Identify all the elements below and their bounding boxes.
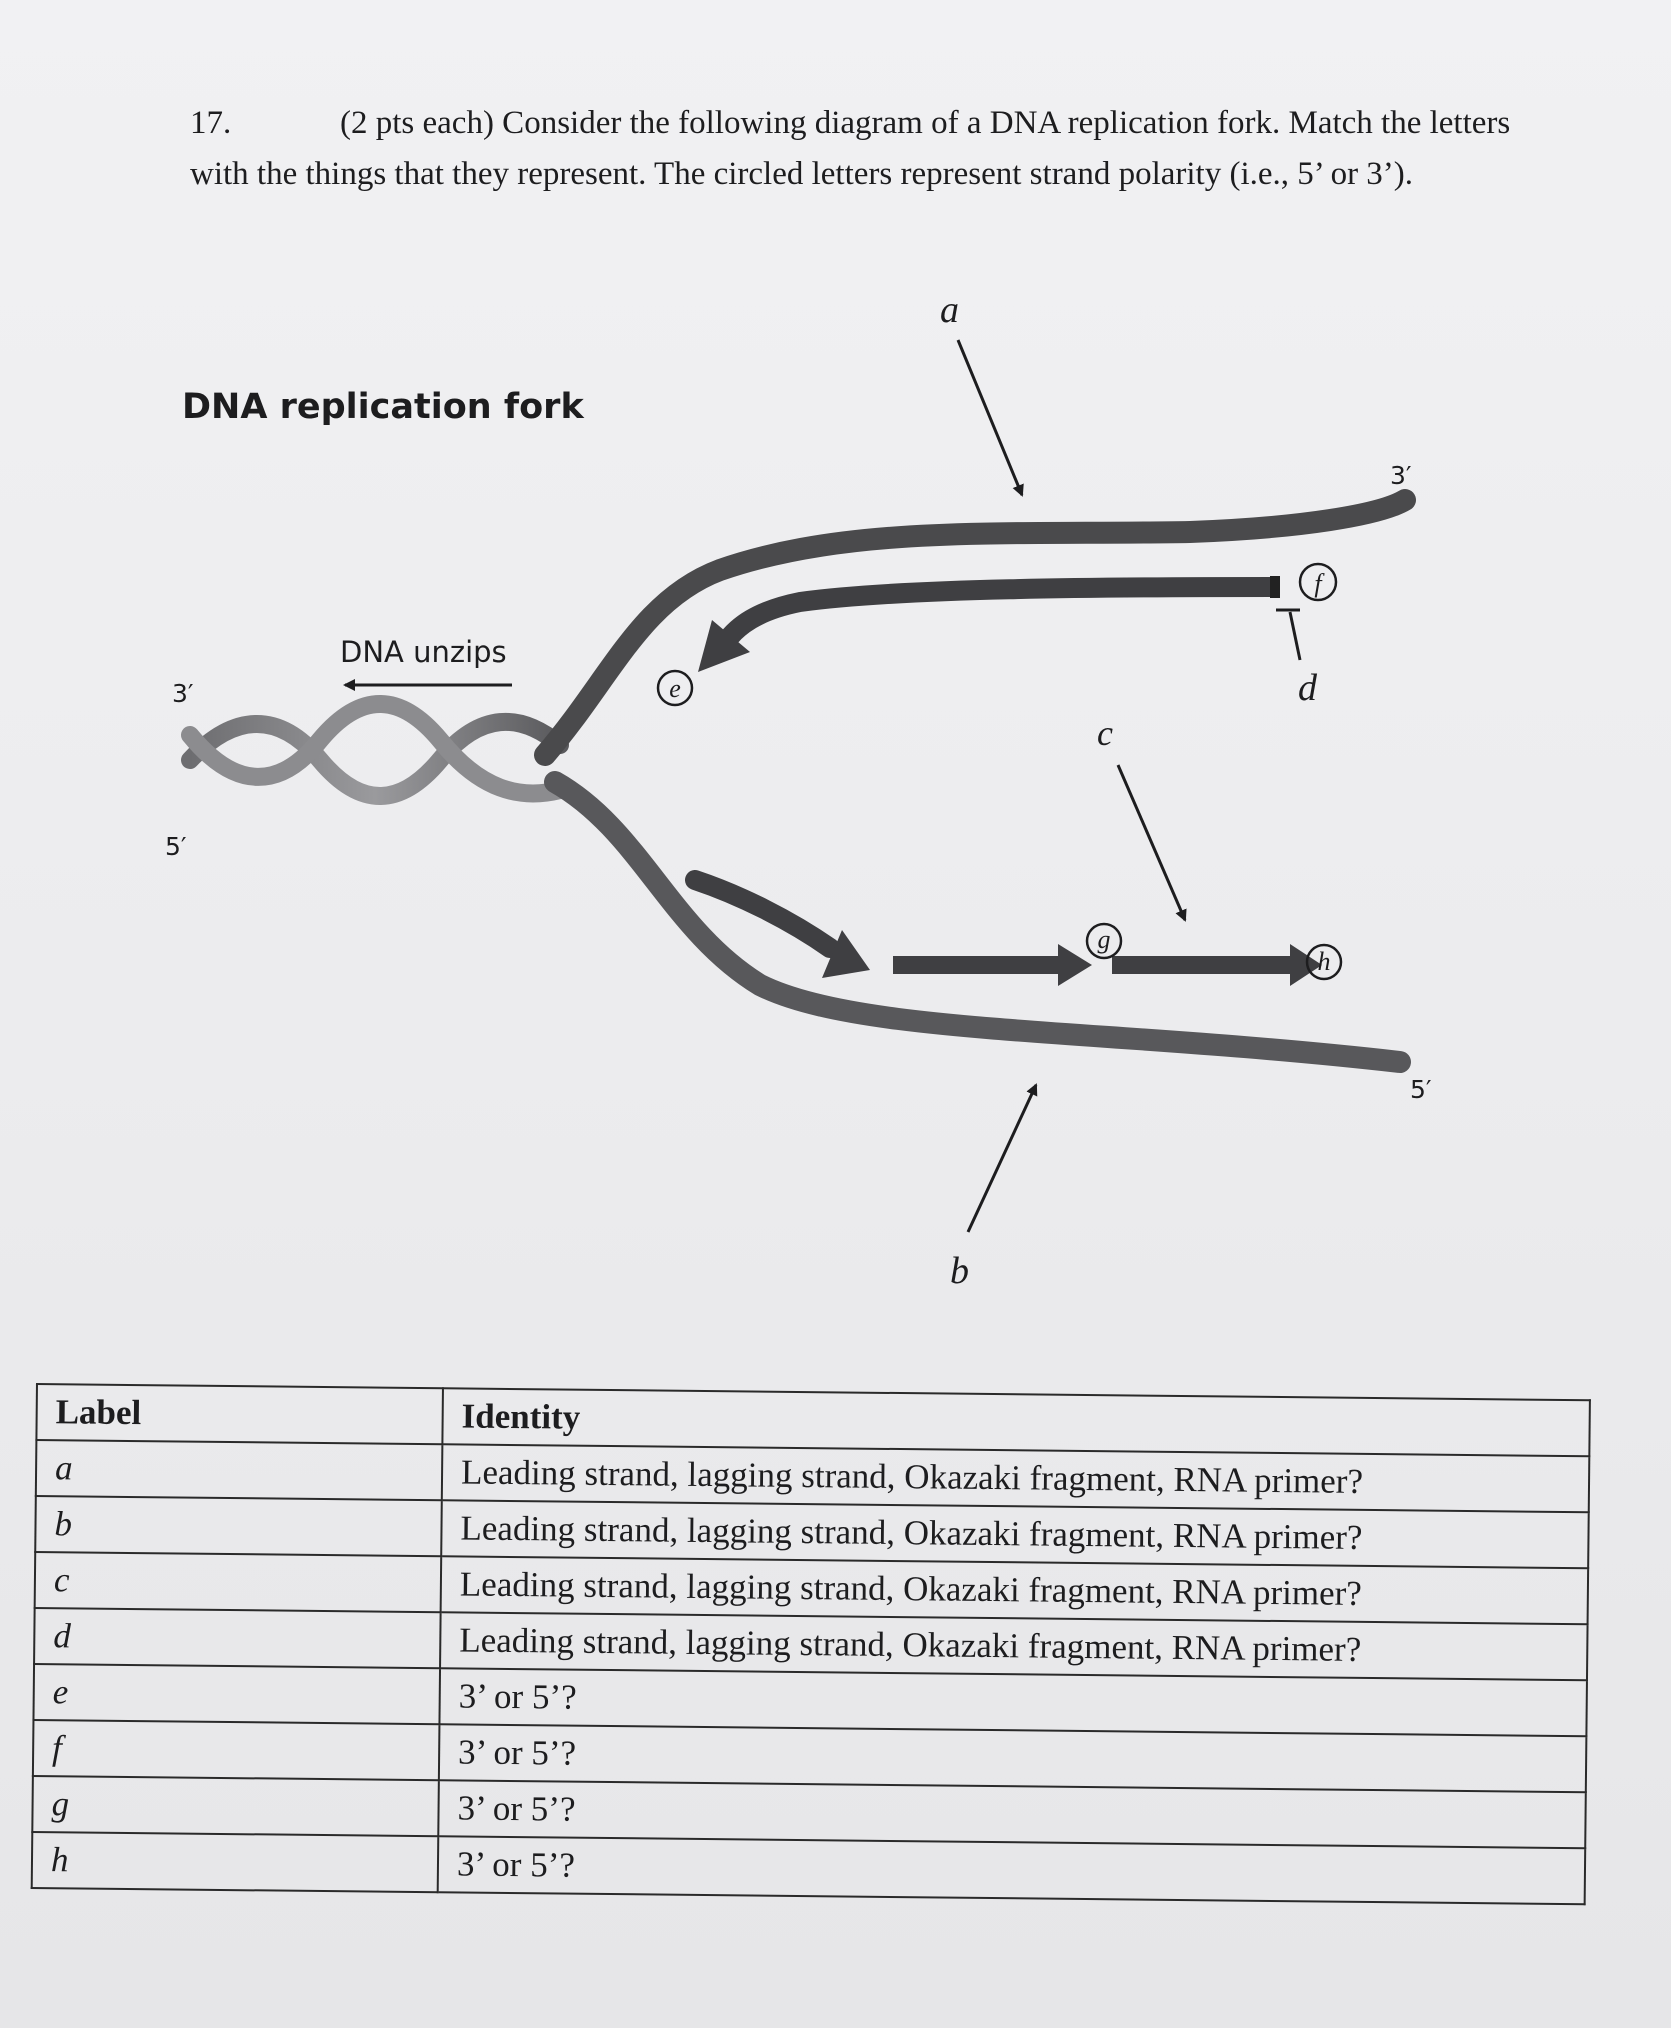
end-label-right-top: 3′ [1390,461,1412,490]
question-17: 17.(2 pts each) Consider the following d… [190,98,1530,200]
row-label: h [31,1831,439,1893]
row-identity[interactable]: 3’ or 5’? [437,1836,1586,1905]
circled-letter-g: g [1085,922,1123,960]
circled-letter-h: h [1305,943,1343,981]
svg-text:h: h [1318,947,1331,976]
header-label: Label [36,1384,443,1445]
lagging-strand-arrow-body [713,577,1276,654]
helix-strand-back [181,712,569,805]
okazaki-fragment-2 [893,956,1063,974]
dna-unzips-label: DNA unzips [340,635,507,669]
row-label: d [34,1607,441,1669]
svg-text:g: g [1098,925,1111,954]
end-label-left-top: 3′ [172,679,194,708]
okazaki-fragment-2-head [1058,944,1092,986]
pointer-c [1116,764,1187,922]
okazaki-fragment-1-head [822,930,870,978]
svg-text:f: f [1314,569,1325,598]
letter-d: d [1298,667,1318,709]
okazaki-fragment-1 [685,870,840,958]
pointer-a [956,339,1024,497]
answer-table: Label Identity a Leading strand, lagging… [31,1383,1591,1905]
helix-strand-front [181,695,569,803]
pointer-d [1288,611,1302,661]
letter-c: c [1097,713,1113,753]
diagram-title: DNA replication fork [182,387,584,427]
row-label: f [32,1719,440,1781]
end-label-right-bottom: 5′ [1410,1075,1432,1104]
okazaki-fragment-3 [1112,956,1302,974]
row-label: a [35,1440,443,1501]
pointer-b [966,1083,1038,1233]
lagging-strand-arrowhead [698,620,750,672]
row-label: g [32,1775,439,1837]
svg-text:e: e [669,674,681,703]
rna-primer-d [1270,576,1280,598]
circled-letter-f: f [1298,562,1338,602]
question-number: 17. [190,105,232,141]
row-label: b [35,1496,442,1557]
circled-letter-e: e [656,669,694,707]
replication-fork-diagram: DNA replication fork DNA unzips 3′ 5′ 3′… [165,289,1432,1292]
question-text: (2 pts each) Consider the following diag… [190,105,1511,192]
letter-b: b [950,1250,969,1292]
parental-strand-top [534,489,1416,766]
row-label: e [33,1663,441,1725]
row-label: c [34,1552,442,1613]
end-label-left-bottom: 5′ [165,832,187,861]
parental-strand-bottom [544,771,1411,1073]
letter-a: a [940,289,959,331]
